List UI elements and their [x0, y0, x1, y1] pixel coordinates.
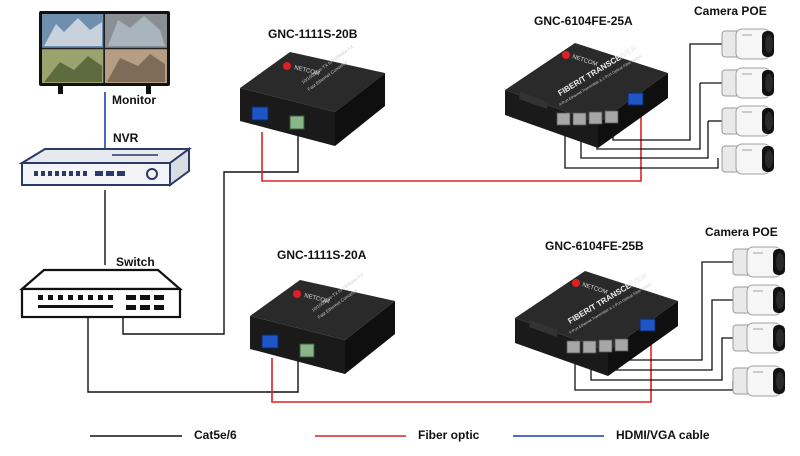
netcom-logo-icon — [293, 290, 301, 298]
label-camera-group-top: Camera POE — [694, 4, 767, 18]
rj45-port — [299, 343, 315, 358]
label-switch: Switch — [116, 255, 155, 269]
netcom-logo-icon — [283, 62, 291, 70]
label-monitor: Monitor — [112, 93, 156, 107]
camera-icon — [732, 365, 786, 397]
camera-icon — [732, 246, 786, 278]
camera-icon — [721, 67, 775, 99]
netcom-logo-icon — [572, 279, 580, 287]
rj45-ports — [566, 338, 629, 354]
camera-icon — [721, 105, 775, 137]
label-transceiver-a: GNC-6104FE-25A — [534, 14, 633, 28]
media-converter-a: NETCOM 10/100Base-TX to 100Base-FX Fast … — [250, 272, 395, 374]
fiber-port — [639, 318, 656, 332]
fiber-transceiver-a: NETCOM FIBER/T TRANSCEIVER 4-Port Ethern… — [505, 43, 668, 148]
legend-label-cat: Cat5e/6 — [194, 428, 237, 442]
legend-label-hdmi: HDMI/VGA cable — [616, 428, 710, 442]
fiber-cable-top — [261, 106, 642, 182]
label-converter-b: GNC-1111S-20B — [268, 27, 358, 41]
camera-group-top — [721, 28, 775, 175]
label-converter-a: GNC-1111S-20A — [277, 248, 367, 262]
label-camera-group-bottom: Camera POE — [705, 225, 778, 239]
legend-label-fiber: Fiber optic — [418, 428, 480, 442]
label-transceiver-b: GNC-6104FE-25B — [545, 239, 644, 253]
fiber-port — [251, 106, 269, 121]
monitor — [39, 11, 170, 94]
camera-group-bottom — [732, 246, 786, 397]
camera-icon — [732, 322, 786, 354]
camera-icon — [721, 143, 775, 175]
rj45-ports — [556, 110, 619, 126]
rj45-port — [289, 115, 305, 130]
cat-cable-switch-converter-a — [87, 305, 299, 393]
label-nvr: NVR — [113, 131, 139, 145]
fiber-port — [261, 334, 279, 349]
switch — [19, 268, 183, 319]
media-converter-b: NETCOM 10/100Base-TX to 100Base-FX Fast … — [240, 44, 385, 146]
cat-cable-switch-converter-b — [122, 130, 299, 335]
fiber-port — [627, 92, 644, 106]
nvr — [18, 147, 193, 187]
camera-icon — [721, 28, 775, 60]
fiber-transceiver-b: NETCOM FIBER/T TRANSCEIVER 4-Port Ethern… — [515, 271, 678, 376]
camera-icon — [732, 284, 786, 316]
fiber-cable-bottom — [271, 334, 652, 403]
netcom-logo-icon — [562, 51, 570, 59]
